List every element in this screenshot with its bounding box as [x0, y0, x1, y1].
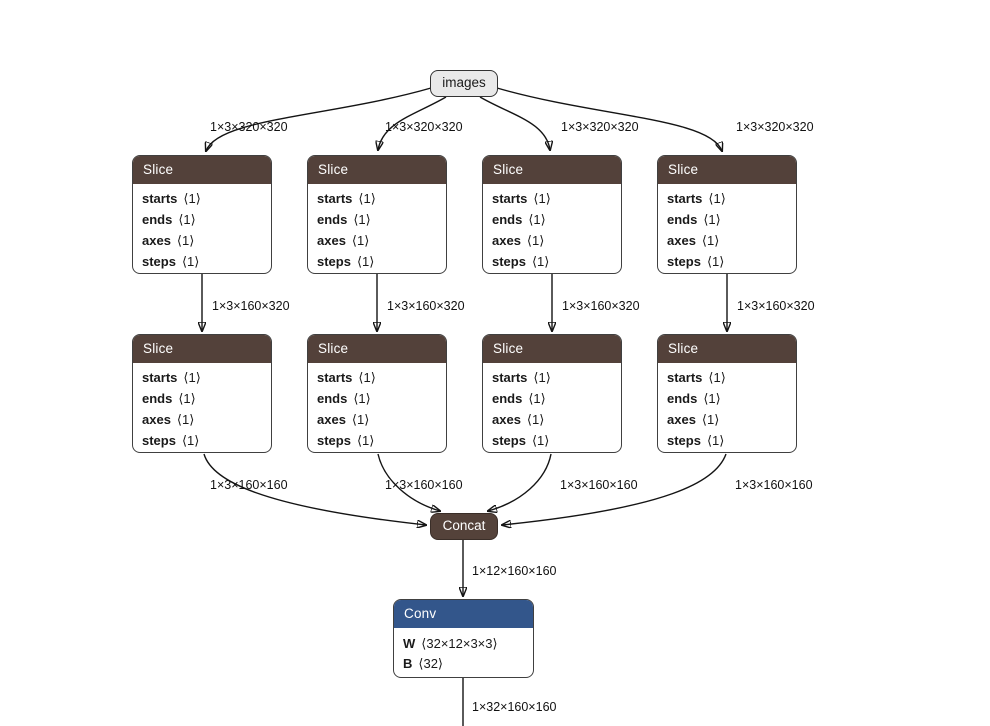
edge-slice7-to-concat [488, 453, 552, 511]
edge-slice8-to-concat [502, 453, 727, 525]
attr-row: axes⟨1⟩ [667, 233, 720, 248]
attr-row: ends⟨1⟩ [142, 212, 196, 227]
attr-row: ends⟨1⟩ [667, 391, 721, 406]
slice-node-r1c1[interactable]: Slice starts⟨1⟩ ends⟨1⟩ axes⟨1⟩ steps⟨1⟩ [132, 155, 272, 274]
attr-row: steps⟨1⟩ [317, 433, 375, 448]
edge-images-to-slice2 [378, 96, 447, 150]
tensor-shape-label: 1×3×160×160 [385, 478, 463, 492]
input-node-label: images [442, 75, 486, 90]
attr-row: steps⟨1⟩ [317, 254, 375, 269]
attr-row: steps⟨1⟩ [142, 254, 200, 269]
input-node-images[interactable]: images [430, 70, 498, 97]
attr-row: ends⟨1⟩ [492, 212, 546, 227]
attr-row: starts⟨1⟩ [317, 370, 376, 385]
slice-node-r1c2[interactable]: Slice starts⟨1⟩ ends⟨1⟩ axes⟨1⟩ steps⟨1⟩ [307, 155, 447, 274]
node-title: Slice [308, 156, 446, 184]
tensor-shape-label: 1×3×320×320 [210, 120, 288, 134]
attr-row: ends⟨1⟩ [317, 212, 371, 227]
attr-row: ends⟨1⟩ [667, 212, 721, 227]
attr-row: steps⟨1⟩ [492, 433, 550, 448]
tensor-shape-label: 1×12×160×160 [472, 564, 557, 578]
attr-row: ends⟨1⟩ [492, 391, 546, 406]
tensor-shape-label: 1×3×160×160 [735, 478, 813, 492]
attr-row: starts⟨1⟩ [667, 191, 726, 206]
attr-row: axes⟨1⟩ [142, 412, 195, 427]
slice-node-r2c3[interactable]: Slice starts⟨1⟩ ends⟨1⟩ axes⟨1⟩ steps⟨1⟩ [482, 334, 622, 453]
attr-row: ends⟨1⟩ [142, 391, 196, 406]
edge-slice5-to-concat [203, 453, 426, 525]
slice-node-r1c4[interactable]: Slice starts⟨1⟩ ends⟨1⟩ axes⟨1⟩ steps⟨1⟩ [657, 155, 797, 274]
attr-row: starts⟨1⟩ [317, 191, 376, 206]
tensor-shape-label: 1×3×320×320 [385, 120, 463, 134]
attr-row: steps⟨1⟩ [667, 254, 725, 269]
attr-row: starts⟨1⟩ [492, 191, 551, 206]
attr-row: axes⟨1⟩ [667, 412, 720, 427]
attr-row: ends⟨1⟩ [317, 391, 371, 406]
node-title: Slice [483, 156, 621, 184]
attr-row: starts⟨1⟩ [142, 191, 201, 206]
attr-row: W⟨32×12×3×3⟩ [403, 636, 498, 651]
slice-node-r2c4[interactable]: Slice starts⟨1⟩ ends⟨1⟩ axes⟨1⟩ steps⟨1⟩ [657, 334, 797, 453]
attr-row: starts⟨1⟩ [492, 370, 551, 385]
node-title: Slice [133, 335, 271, 363]
node-title: Slice [483, 335, 621, 363]
slice-node-r2c2[interactable]: Slice starts⟨1⟩ ends⟨1⟩ axes⟨1⟩ steps⟨1⟩ [307, 334, 447, 453]
node-title: Slice [308, 335, 446, 363]
node-title: Slice [658, 156, 796, 184]
attr-row: axes⟨1⟩ [317, 412, 370, 427]
attr-row: axes⟨1⟩ [142, 233, 195, 248]
concat-node-label: Concat [442, 518, 486, 533]
tensor-shape-label: 1×3×160×320 [387, 299, 465, 313]
concat-node[interactable]: Concat [430, 513, 498, 540]
edge-images-to-slice1 [206, 87, 432, 151]
conv-node[interactable]: Conv W⟨32×12×3×3⟩ B⟨32⟩ [393, 599, 534, 678]
tensor-shape-label: 1×3×160×160 [210, 478, 288, 492]
tensor-shape-label: 1×3×320×320 [736, 120, 814, 134]
edge-slice6-to-concat [377, 453, 440, 511]
node-title: Slice [658, 335, 796, 363]
tensor-shape-label: 1×3×160×320 [562, 299, 640, 313]
node-title: Slice [133, 156, 271, 184]
node-title: Conv [394, 600, 533, 628]
attr-row: starts⟨1⟩ [142, 370, 201, 385]
tensor-shape-label: 1×32×160×160 [472, 700, 557, 714]
tensor-shape-label: 1×3×160×320 [737, 299, 815, 313]
attr-row: axes⟨1⟩ [492, 412, 545, 427]
attr-row: steps⟨1⟩ [492, 254, 550, 269]
attr-row: axes⟨1⟩ [317, 233, 370, 248]
attr-row: starts⟨1⟩ [667, 370, 726, 385]
tensor-shape-label: 1×3×160×320 [212, 299, 290, 313]
slice-node-r1c3[interactable]: Slice starts⟨1⟩ ends⟨1⟩ axes⟨1⟩ steps⟨1⟩ [482, 155, 622, 274]
edge-images-to-slice4 [496, 87, 722, 151]
attr-row: steps⟨1⟩ [667, 433, 725, 448]
tensor-shape-label: 1×3×320×320 [561, 120, 639, 134]
slice-node-r2c1[interactable]: Slice starts⟨1⟩ ends⟨1⟩ axes⟨1⟩ steps⟨1⟩ [132, 334, 272, 453]
tensor-shape-label: 1×3×160×160 [560, 478, 638, 492]
edge-images-to-slice3 [479, 96, 550, 150]
attr-row: B⟨32⟩ [403, 656, 443, 671]
attr-row: steps⟨1⟩ [142, 433, 200, 448]
attr-row: axes⟨1⟩ [492, 233, 545, 248]
